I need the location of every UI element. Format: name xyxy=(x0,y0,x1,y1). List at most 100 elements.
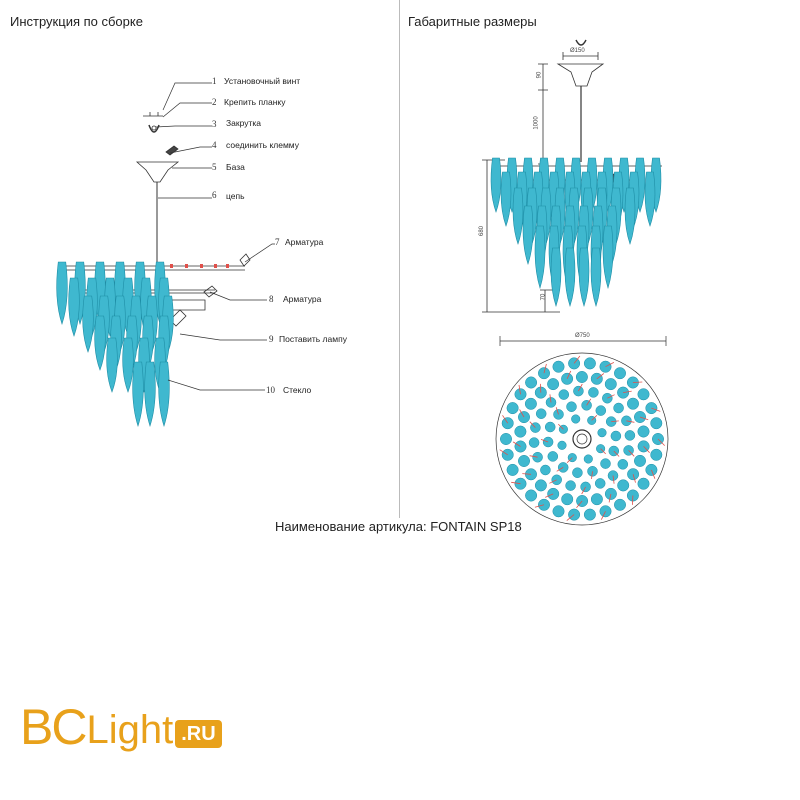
wire-mark xyxy=(623,390,632,393)
callout-label: Закрутка xyxy=(226,118,261,128)
wire-mark xyxy=(651,469,656,479)
wire-mark xyxy=(612,475,615,484)
dim-label-chain-length: 1000 xyxy=(533,116,540,130)
glass-drop-top xyxy=(583,454,593,464)
glass-drop xyxy=(122,337,134,393)
dim-line-overall-diameter xyxy=(499,336,667,346)
glass-drop-top xyxy=(637,425,650,438)
glass-drops-assembly xyxy=(56,261,174,427)
glass-drop-top xyxy=(645,402,658,415)
glass-drop-top xyxy=(506,463,519,476)
glass-drop-top xyxy=(525,489,538,502)
glass-drop xyxy=(550,247,562,307)
glass-drop-top xyxy=(588,387,599,398)
bclight-logo: BC Light .RU xyxy=(20,692,222,752)
glass-drop-top xyxy=(650,417,663,430)
glass-drop-top xyxy=(597,428,607,438)
glass-drop-top xyxy=(540,464,551,476)
callout-number: 7 xyxy=(275,237,280,247)
wire-mark xyxy=(566,370,572,379)
wire-mark xyxy=(581,486,586,495)
wire-mark xyxy=(632,474,636,483)
glass-drop-top xyxy=(566,401,577,412)
wire-mark xyxy=(556,467,564,472)
glass-drop xyxy=(522,205,534,265)
glass-drop-top xyxy=(650,448,663,461)
wire-mark xyxy=(643,446,650,453)
glass-drop-top xyxy=(500,433,512,445)
glass-drop-top xyxy=(634,454,646,467)
glass-drop-top xyxy=(547,378,560,391)
glass-drop xyxy=(500,171,512,227)
top-view-outline xyxy=(495,352,669,526)
dim-label-top-gap: 90 xyxy=(536,71,543,79)
wire-mark xyxy=(540,439,549,443)
armature-wire-markers xyxy=(170,264,229,268)
glass-drop-top xyxy=(514,425,527,438)
callout-number: 6 xyxy=(212,190,217,200)
glass-drop xyxy=(144,361,156,427)
wire-mark xyxy=(596,373,605,380)
wire-mark xyxy=(632,495,634,505)
top-view xyxy=(495,336,669,526)
wire-mark xyxy=(512,441,521,447)
glass-drop xyxy=(590,247,602,307)
glass-drop xyxy=(644,171,656,227)
wire-mark xyxy=(558,423,564,430)
glass-drop-top xyxy=(558,389,570,400)
wire-mark xyxy=(651,407,661,412)
glass-drop xyxy=(512,187,524,245)
glass-drop xyxy=(564,247,576,307)
dim-line-top-diameter xyxy=(562,52,599,60)
dim-label-overall-diameter: Ø750 xyxy=(575,333,590,339)
wire-mark xyxy=(591,415,598,421)
wire-mark xyxy=(529,455,538,458)
glass-drop-top xyxy=(535,408,547,419)
terminal xyxy=(165,145,179,156)
wire-mark xyxy=(534,504,545,508)
glass-drop-top xyxy=(624,430,636,441)
glass-drop xyxy=(82,295,94,353)
glass-drop xyxy=(56,261,68,325)
glass-drop-top xyxy=(575,371,588,383)
wire-mark xyxy=(578,383,583,392)
glass-drop-top xyxy=(525,376,538,389)
wire-mark xyxy=(632,381,643,383)
glass-drop xyxy=(534,225,546,290)
callout-label: Установочный винт xyxy=(224,76,301,86)
callout-number: 1 xyxy=(212,76,217,86)
callout-label: База xyxy=(226,162,245,172)
wire-mark xyxy=(545,493,554,498)
glass-drop-top xyxy=(583,357,596,370)
glass-drop-top xyxy=(637,477,650,490)
glass-drop-top xyxy=(534,479,547,492)
glass-drop xyxy=(132,361,144,427)
wire-mark xyxy=(607,394,615,399)
glass-drop-top xyxy=(506,402,519,415)
glass-drop-top xyxy=(557,440,567,450)
lamp-holder xyxy=(169,299,206,311)
logo-ru-badge: .RU xyxy=(175,720,222,748)
glass-drop xyxy=(106,337,118,393)
callout-number: 8 xyxy=(269,294,274,304)
wire-mark xyxy=(586,398,592,406)
glass-drop-top xyxy=(552,360,565,373)
glass-drop-top xyxy=(637,388,650,401)
glass-drop-top xyxy=(613,402,624,414)
glass-drop-top xyxy=(552,505,565,518)
dim-label-bottom-part: 70 xyxy=(540,293,547,301)
glass-drop xyxy=(490,157,502,213)
glass-drop-top xyxy=(617,459,629,470)
callout-number: 4 xyxy=(212,140,217,150)
article-name: Наименование артикула: FONTAIN SP18 xyxy=(275,519,522,534)
wire-mark xyxy=(543,363,547,374)
wire-mark xyxy=(555,407,559,415)
logo-bc-text: BC xyxy=(20,699,87,755)
canopy-base xyxy=(135,161,180,183)
wire-mark xyxy=(499,449,508,456)
glass-drop xyxy=(68,277,80,337)
glass-drop xyxy=(94,315,106,371)
glass-drop-top xyxy=(561,493,574,506)
wire-mark xyxy=(608,493,612,503)
callout-number: 10 xyxy=(266,385,275,395)
